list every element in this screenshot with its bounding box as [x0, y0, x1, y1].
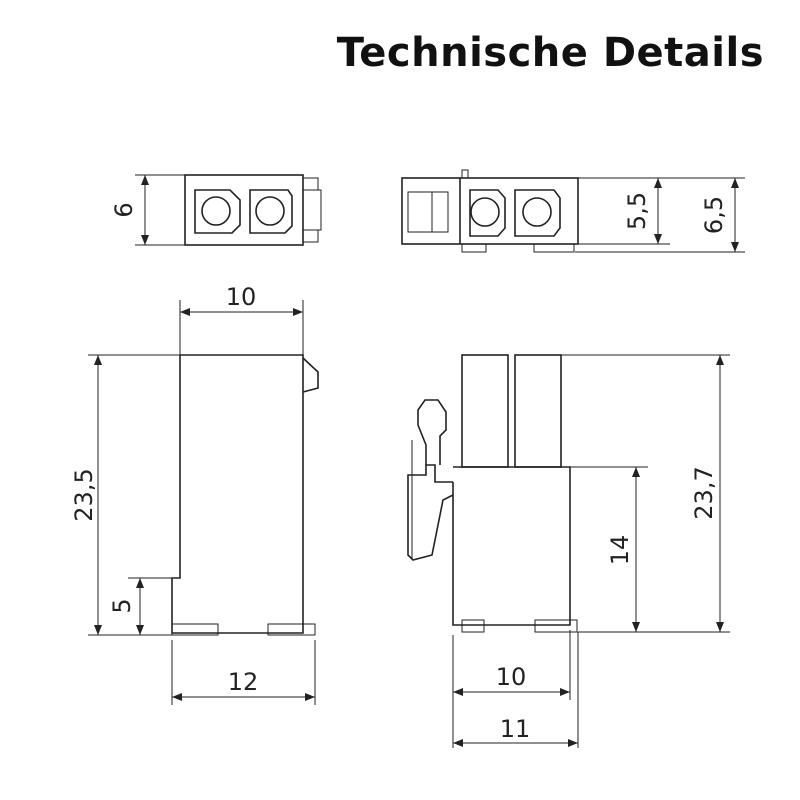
page-title: Technische Details: [336, 30, 764, 76]
front-view-right: [401, 169, 745, 253]
front-view-left: [135, 174, 322, 246]
dim-side-left-base: 12: [228, 668, 259, 696]
dim-side-right-width-outer: 11: [500, 715, 531, 743]
dim-side-left-width: 10: [226, 283, 257, 311]
dim-side-right-width-inner: 10: [496, 663, 527, 691]
dim-side-left-height: 23,5: [70, 468, 98, 521]
dim-side-right-height: 23,7: [690, 466, 718, 519]
dim-top-right-outer-height: 6,5: [700, 196, 728, 234]
dim-side-right-body: 14: [606, 535, 634, 566]
dim-top-left-height: 6: [110, 202, 138, 217]
dim-side-left-step: 5: [108, 598, 136, 613]
side-view-right: [407, 354, 730, 748]
dim-top-right-inner-height: 5,5: [623, 192, 651, 230]
side-view-left: [88, 300, 319, 705]
